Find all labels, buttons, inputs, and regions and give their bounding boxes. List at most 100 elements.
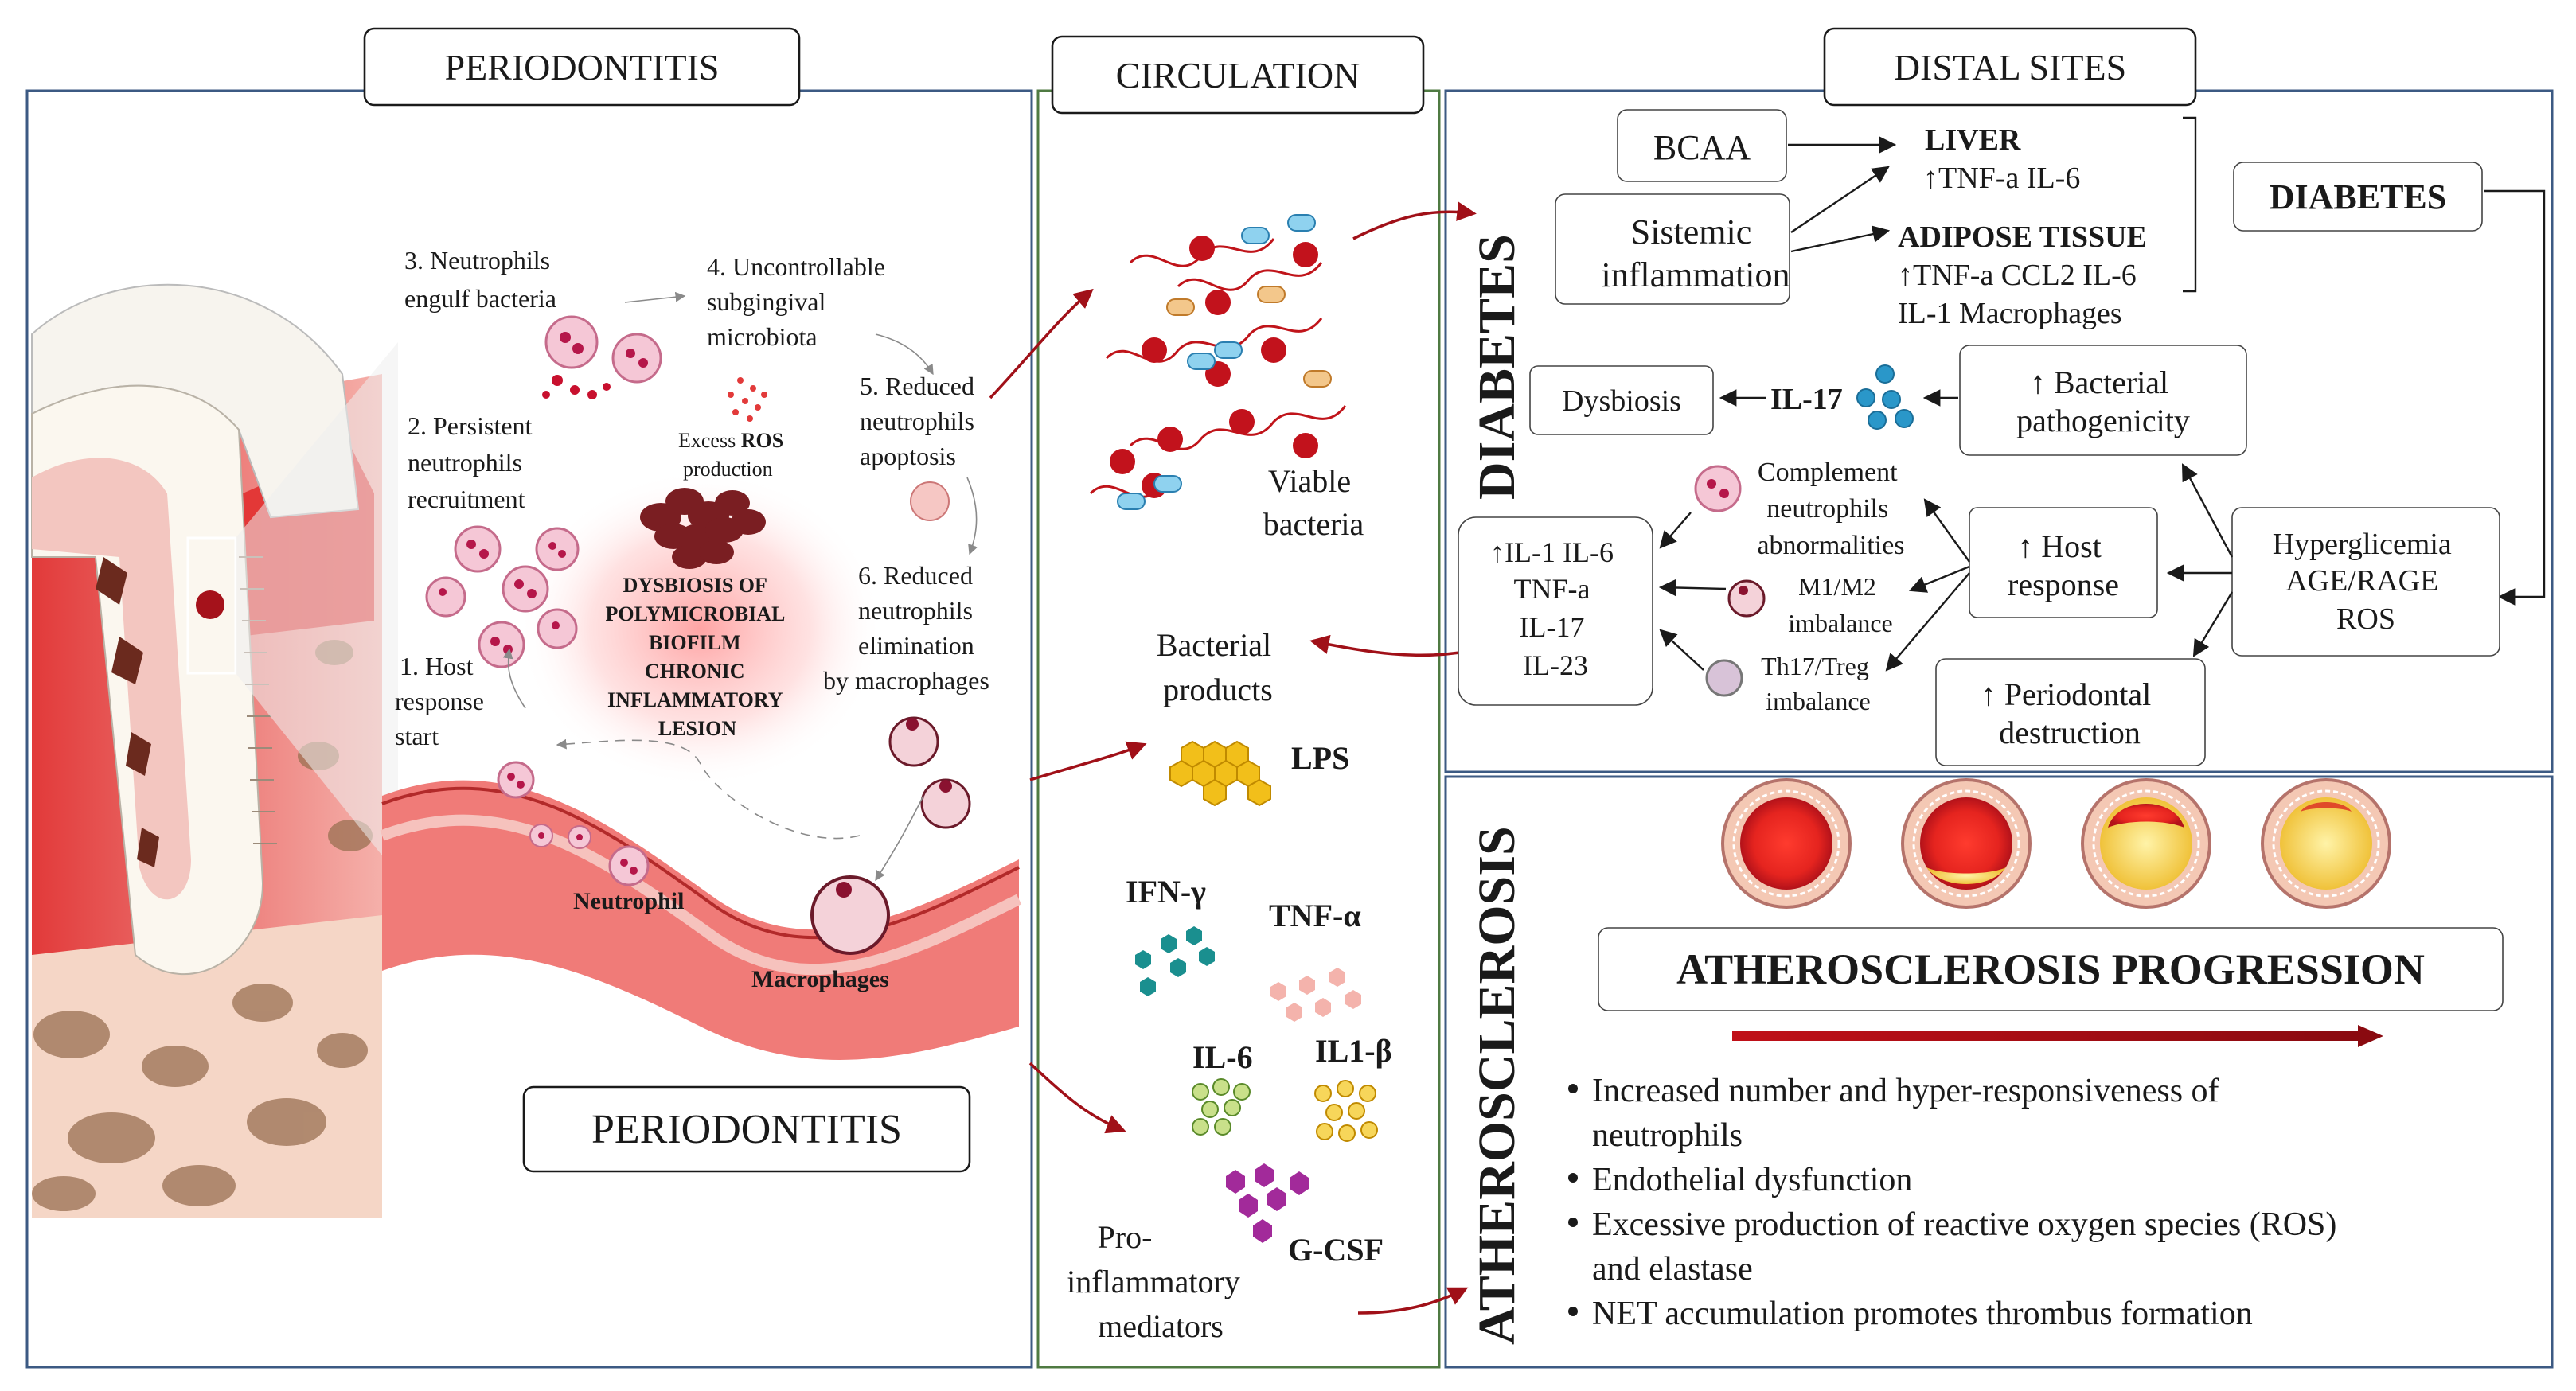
il6-particles (1192, 1078, 1251, 1136)
adipose-line-2: IL-1 Macrophages (1898, 297, 2122, 330)
periodontal-destruction-box (1935, 658, 2206, 766)
arrow-4-to-5 (875, 333, 934, 376)
tnf-alpha-particles (1270, 968, 1361, 1022)
liver-title: LIVER (1925, 123, 2021, 157)
adipose-title: ADIPOSE TISSUE (1898, 220, 2147, 254)
gcsf-particles (1226, 1163, 1309, 1243)
il1-beta-particles (1314, 1080, 1378, 1142)
artery-stage-2-icon (1901, 778, 2032, 909)
bcaa-text: BCAA (1653, 128, 1751, 167)
viable-bacteria-illustration (1089, 214, 1347, 510)
organs-bracket (2183, 116, 2197, 293)
arrow-hyper-to-destruction (2192, 591, 2234, 657)
arrow-inflammation-to-adipose (1790, 225, 1891, 253)
arrow-5-to-6 (966, 477, 978, 555)
th17-treg-text: Th17/Treg imbalance (1761, 652, 1875, 715)
sistemic-inflammation-box (1555, 193, 1790, 305)
m1m2-macrophage-icon (1727, 579, 1766, 618)
atherosclerosis-title-box (1598, 927, 2504, 1011)
circulation-header (1051, 35, 1425, 115)
macrophage-group (810, 716, 971, 955)
diabetes-box (2233, 162, 2483, 232)
step-2-text: 2. Persistent neutrophils recruitment (408, 411, 538, 513)
ifn-gamma-label: IFN-γ (1126, 874, 1206, 910)
cytokines-text: ↑IL-1 IL-6 TNF-a IL-17 IL-23 (1490, 536, 1621, 681)
complement-neutrophil-icon (1694, 465, 1742, 512)
host-response-box (1969, 507, 2158, 618)
arrow-1-to-2 (502, 648, 526, 709)
m1m2-text: M1/M2 imbalance (1788, 572, 1892, 637)
inflammation-glow (517, 470, 884, 788)
red-arrow-periodontitis-to-bacteria (989, 288, 1094, 399)
il17-particles (1856, 364, 1914, 430)
il1-beta-label: IL1-β (1315, 1033, 1392, 1069)
ros-particles (728, 377, 767, 422)
bullet-2: Endothelial dysfunction (1592, 1162, 1912, 1198)
red-arrow-periodontitis-to-products (1029, 741, 1147, 781)
red-arrow-periodontitis-to-mediators (1028, 1062, 1126, 1134)
distal-sites-header (1823, 27, 2197, 107)
diabetes-side-label: DIABETES (1468, 234, 1526, 500)
th17-treg-cell-icon (1705, 659, 1743, 697)
progression-arrow-shaft (1732, 1031, 2358, 1041)
arrow-3-to-4 (624, 291, 686, 303)
bacterial-products-text: Bacterial products (1157, 627, 1279, 707)
viable-bacteria-text: Viable bacteria (1263, 463, 1364, 542)
arrow-th17-to-cytokines (1659, 629, 1704, 671)
hyperglycemia-text: Hyperglicemia AGE/RAGE ROS (2273, 528, 2460, 636)
red-arrow-diabetes-to-products (1309, 634, 1470, 657)
il17-label: IL-17 (1770, 383, 1843, 416)
artery-stage-3-icon (2081, 778, 2211, 909)
arrow-hyper-to-pathogenicity (2181, 463, 2234, 558)
diabetes-box-text: DIABETES (2270, 177, 2447, 216)
circulation-panel (1036, 89, 1441, 1369)
atherosclerosis-side-label: ATHEROSCLEROSIS (1468, 826, 1526, 1345)
bacterial-pathogenicity-box (1959, 345, 2247, 456)
ros-text: Excess ROS production (678, 429, 789, 481)
sistemic-inflammation-text: Sistemic inflammation (1601, 212, 1790, 294)
arrow-inflammation-to-liver (1790, 166, 1890, 233)
periodontitis-label-box-text: PERIODONTITIS (591, 1107, 902, 1152)
liver-line: ↑TNF-a IL-6 (1923, 162, 2080, 195)
step-1-text: 1. Host response start (395, 652, 490, 750)
host-response-text: ↑ Host response (2008, 528, 2119, 602)
dysbiosis-text: DYSBIOSIS OF POLYMICROBIAL BIOFILM CHRON… (606, 574, 790, 740)
progression-arrow-head (2358, 1025, 2383, 1047)
neutrophil-label: Neutrophil (573, 888, 684, 914)
atherosclerosis-bullets: Increased number and hyper-responsivenes… (1568, 1073, 2345, 1332)
cytokines-box (1458, 516, 1653, 706)
bullet-dot (1568, 1084, 1578, 1093)
step-3-text: 3. Neutrophils engulf bacteria (404, 246, 556, 313)
ifn-gamma-particles (1135, 926, 1215, 996)
arrow-host-to-th17 (1885, 572, 1970, 672)
bullet-dot (1568, 1173, 1578, 1183)
arrow-host-to-m1m2 (1908, 565, 1970, 593)
hyperglycemia-box (2231, 507, 2500, 657)
red-arrow-bacteria-to-distal (1352, 201, 1477, 240)
circulation-header-label: CIRCULATION (1116, 55, 1360, 95)
periodontitis-header (363, 27, 801, 107)
artery-stage-4-icon (2261, 778, 2391, 909)
il6-label: IL-6 (1192, 1039, 1253, 1075)
dysbiosis-box-text: Dysbiosis (1562, 384, 1681, 418)
pro-inflammatory-text: Pro- inflammatory mediators (1067, 1219, 1248, 1344)
gcsf-label: G-CSF (1288, 1232, 1384, 1268)
bacterial-pathogenicity-text: ↑ Bacterial pathogenicity (2016, 364, 2190, 438)
bullet-4: NET accumulation promotes thrombus forma… (1592, 1296, 2253, 1332)
arrow-to-macrophages (875, 795, 924, 882)
dysbiosis-box (1529, 365, 1714, 435)
tnf-alpha-label: TNF-α (1269, 898, 1361, 933)
bullet-dot (1568, 1307, 1578, 1316)
distal-sites-header-label: DISTAL SITES (1894, 47, 2126, 88)
neutrophil-cluster (425, 525, 580, 668)
lps-illustration (1169, 740, 1271, 807)
vessel-neutrophils (497, 761, 650, 886)
bullet-3: Excessive production of reactive oxygen … (1592, 1206, 2345, 1288)
engulfing-neutrophils (542, 315, 662, 399)
step-4-text: 4. Uncontrollable subgingival microbiota (707, 252, 892, 351)
complement-text: Complement neutrophils abnormalities (1757, 458, 1904, 560)
tooth-illustration (31, 283, 398, 1218)
periodontitis-header-label: PERIODONTITIS (445, 47, 720, 88)
bcaa-box (1617, 109, 1787, 182)
